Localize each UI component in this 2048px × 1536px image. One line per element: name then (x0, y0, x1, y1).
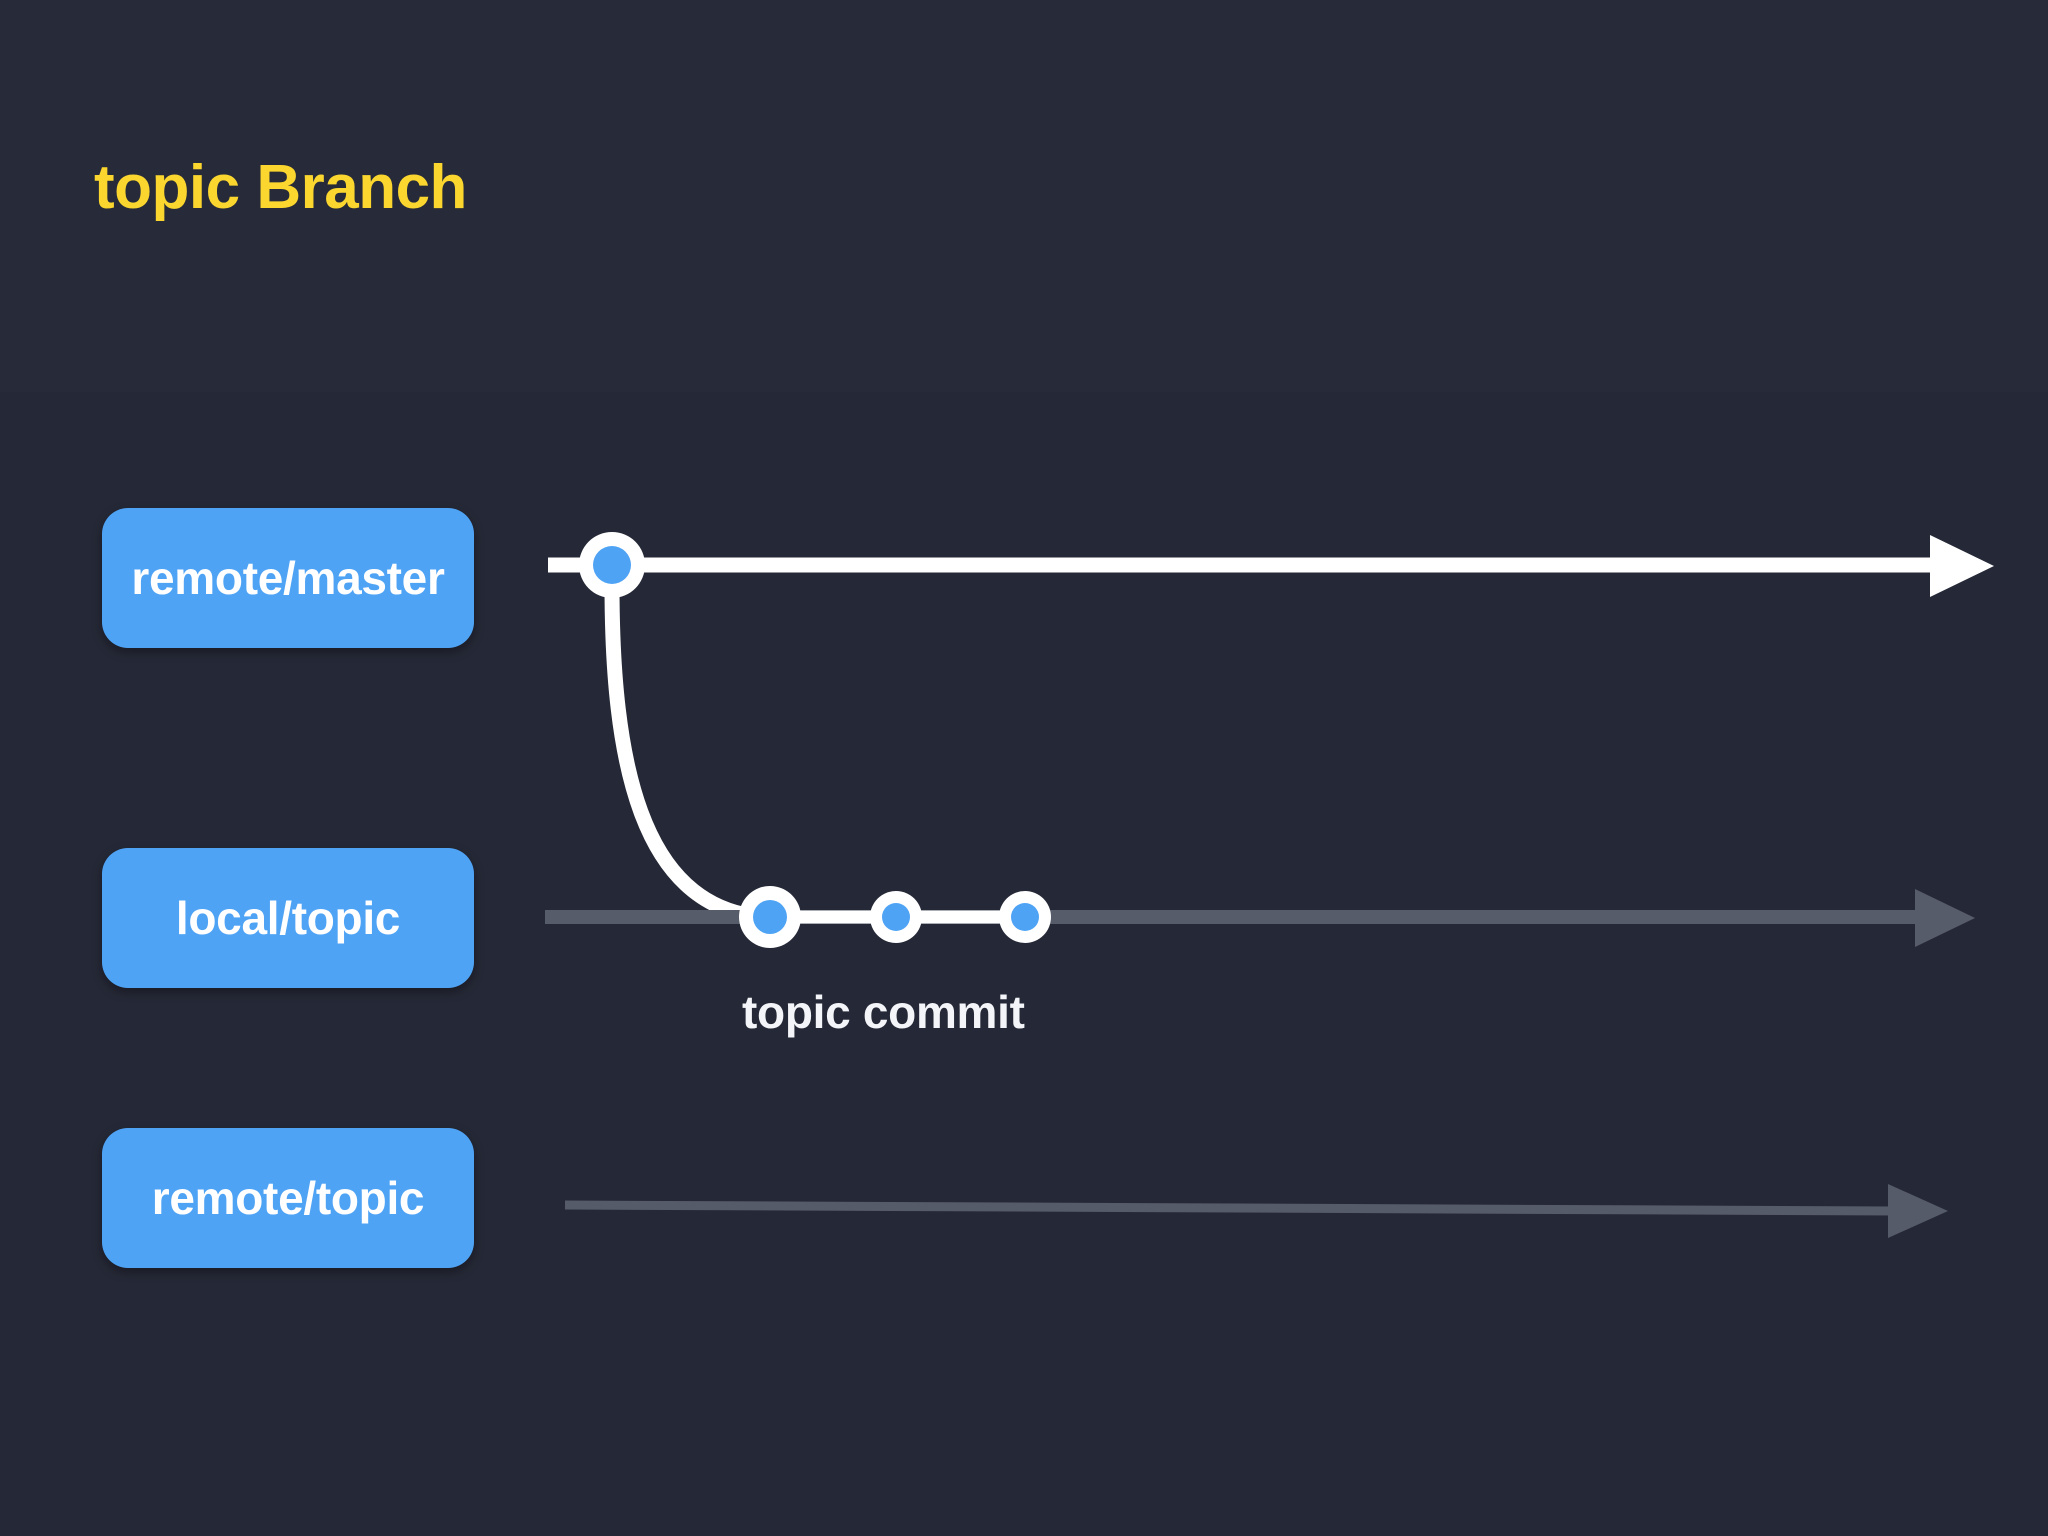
branch-label-local-topic[interactable]: local/topic (102, 848, 474, 988)
branch-label-local-topic-text: local/topic (175, 892, 401, 944)
remote-topic-line (564, 1200, 1896, 1216)
background-band-top (0, 0, 2048, 392)
branch-label-remote-topic[interactable]: remote/topic (102, 1128, 474, 1268)
commit-node-topic-3[interactable] (999, 891, 1051, 943)
branch-label-remote-master[interactable]: remote/master (102, 508, 474, 648)
remote-topic-arrowhead-icon (1888, 1184, 1948, 1238)
branch-label-remote-topic-text: remote/topic (151, 1172, 425, 1224)
branch-label-remote-master-text: remote/master (131, 552, 445, 604)
master-arrowhead-icon (1930, 535, 1994, 597)
commit-node-master[interactable] (579, 532, 645, 598)
page-title: topic Branch (94, 153, 467, 222)
branch-curve-master-to-topic (604, 577, 768, 925)
commit-node-topic-1[interactable] (739, 886, 801, 948)
branch-line-remote-master (548, 535, 1994, 597)
branch-line-remote-topic (564, 1184, 1948, 1238)
local-topic-arrowhead-icon (1915, 889, 1975, 947)
commit-node-topic-2[interactable] (870, 891, 922, 943)
commit-caption: topic commit (742, 986, 1025, 1038)
